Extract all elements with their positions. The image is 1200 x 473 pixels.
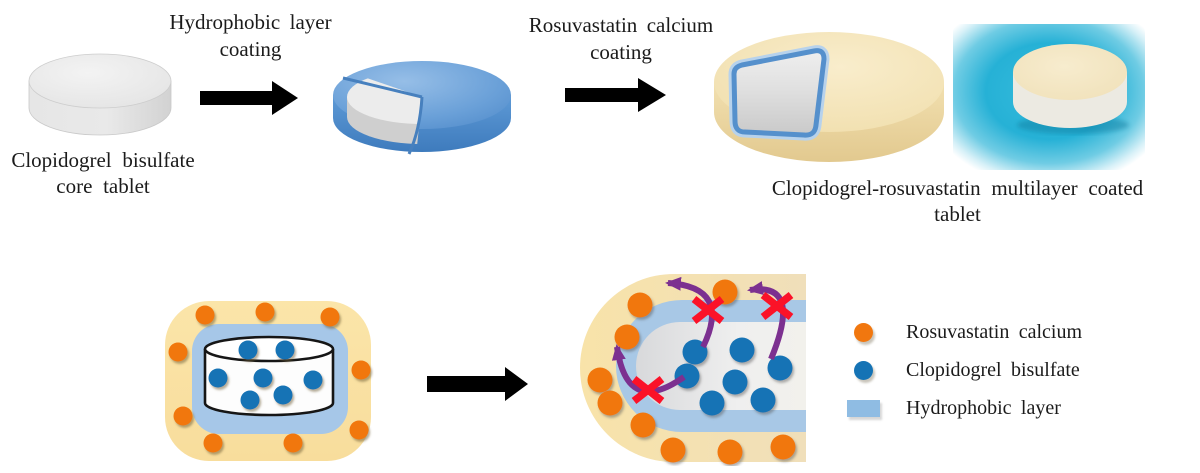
blue-dot-icon: [853, 360, 873, 380]
legend-symbol-cell: [846, 322, 880, 342]
core-tablet-caption-line1: Clopidogrel bisulfate: [11, 148, 195, 172]
core-tablet-caption: Clopidogrel bisulfate core tablet: [8, 147, 198, 199]
flow-arrow-1: [200, 81, 298, 115]
tablet-photo: [953, 24, 1145, 170]
core-tablet-illustration: [28, 53, 172, 136]
multilayer-tablet-illustration: [714, 32, 944, 162]
rosuvastatin-dots: [587, 279, 796, 465]
hydrophobic-coated-tablet-illustration: [333, 61, 511, 155]
legend-item-clopidogrel: Clopidogrel bisulfate: [846, 358, 1082, 382]
legend-item-rosuvastatin: Rosuvastatin calcium: [846, 320, 1082, 344]
hydrophobic-layer-rim-and-core: [731, 48, 827, 138]
legend-label: Rosuvastatin calcium: [906, 320, 1083, 343]
core-cylinder: [203, 335, 335, 417]
legend-symbol-cell: [846, 360, 880, 380]
hydrophobic-coating-label-line1: Hydrophobic layer: [169, 10, 332, 34]
legend-label: Clopidogrel bisulfate: [906, 358, 1080, 381]
core-cylinder-top: [203, 335, 335, 363]
orange-dot-icon: [853, 322, 873, 342]
legend-item-hydrophobic-layer: Hydrophobic layer: [846, 396, 1082, 420]
x-mark-icon: [691, 296, 725, 324]
arrow-right-icon: [565, 78, 666, 112]
rosuvastatin-dots: [168, 302, 371, 453]
x-mark-icon: [760, 292, 794, 320]
rosuvastatin-coating-label-line2: coating: [590, 40, 652, 64]
legend-label: Hydrophobic layer: [906, 396, 1061, 419]
clopidogrel-dots: [674, 337, 793, 416]
coat-cut-edge-front: [407, 96, 424, 155]
multilayer-tablet-caption: Clopidogrel-rosuvastatin multilayer coat…: [771, 176, 1144, 226]
flow-arrow-3: [427, 367, 528, 401]
hydrophobic-layer-swatch-icon: [846, 399, 880, 417]
coat-cut-edge-top: [342, 76, 423, 99]
hydrophobic-coating-label: Hydrophobic layer coating: [158, 9, 343, 63]
photo-tablet-top: [1013, 44, 1127, 100]
cutaway-window: [728, 45, 830, 141]
cross-section-schematic: [165, 301, 371, 461]
arrow-right-icon: [200, 81, 298, 115]
x-mark-icon: [631, 376, 665, 404]
blocked-arrow-1: [665, 276, 715, 349]
hydrophobic-coating-label-line2: coating: [219, 37, 282, 61]
legend: Rosuvastatin calcium Clopidogrel bisulfa…: [846, 320, 1082, 420]
rosuvastatin-coating-label: Rosuvastatin calcium coating: [522, 12, 720, 66]
clopidogrel-dots: [208, 340, 323, 410]
arrow-right-icon: [427, 367, 528, 401]
x-marks: [631, 292, 794, 404]
legend-symbol-cell: [846, 399, 880, 417]
flow-arrow-2: [565, 78, 666, 112]
rosuvastatin-coating-label-line1: Rosuvastatin calcium: [528, 13, 714, 37]
magnified-schematic: [580, 274, 806, 465]
blocked-arrow-3: [611, 344, 686, 395]
core-tablet-caption-line2: core tablet: [56, 174, 150, 198]
core-tablet-top: [28, 53, 172, 109]
